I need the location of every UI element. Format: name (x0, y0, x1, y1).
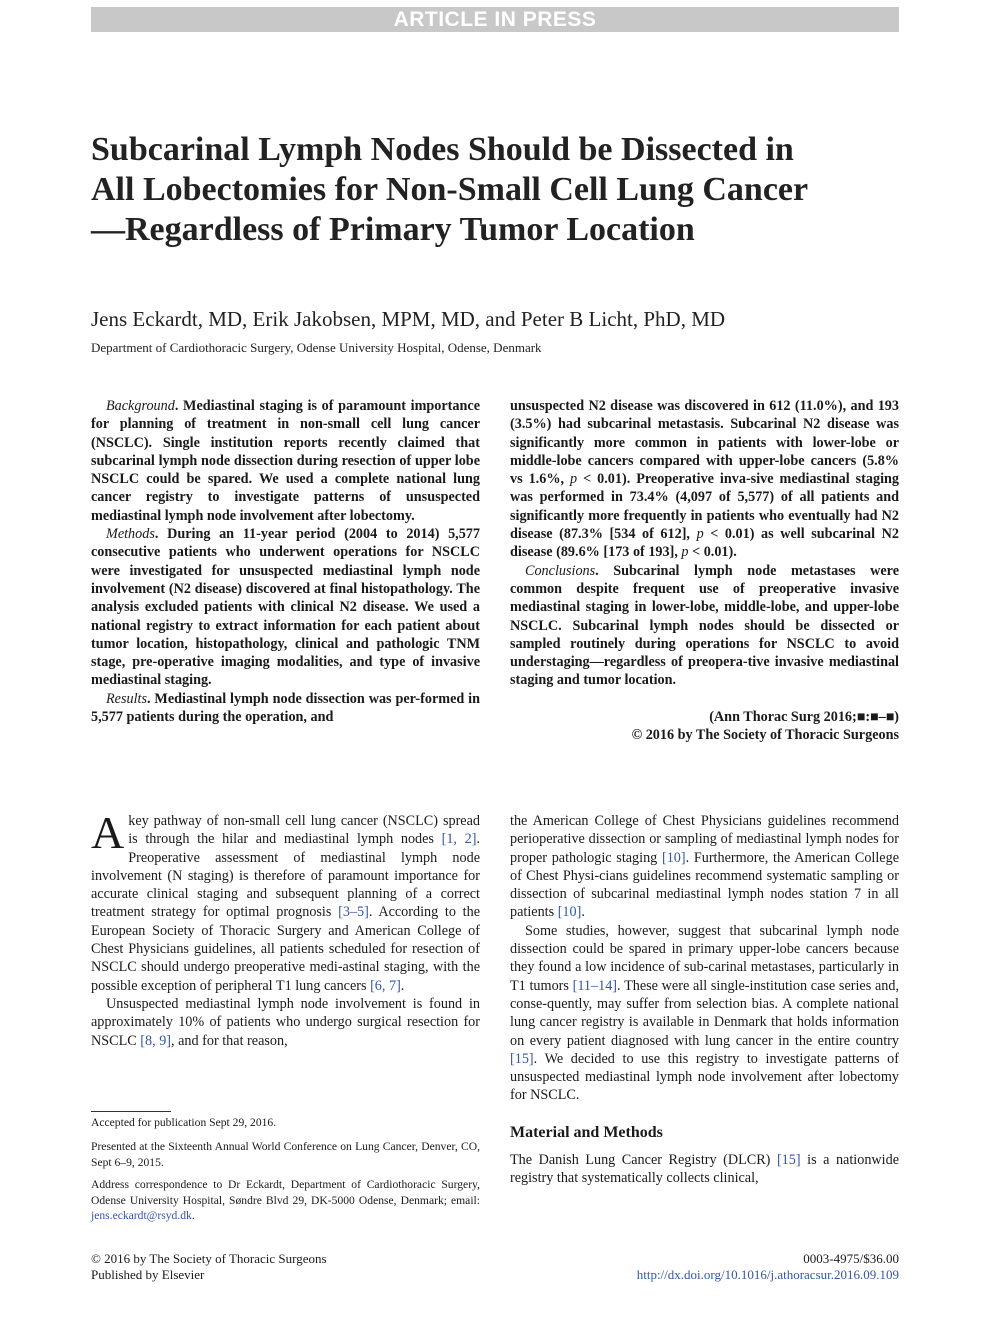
footnote-accepted: Accepted for publication Sept 29, 2016. (91, 1116, 277, 1129)
abstract-methods: Methods. During an 11-year period (2004 … (91, 526, 480, 689)
article-title: Subcarinal Lymph Nodes Should be Dissect… (91, 131, 809, 248)
results-label: Results (106, 690, 147, 707)
article-in-press-banner: ARTICLE IN PRESS (91, 7, 899, 32)
abstract-background: Background. Mediastinal staging is of pa… (91, 398, 480, 524)
abstract-results-start: Results. Mediastinal lymph node dissecti… (91, 690, 480, 726)
reference-link[interactable]: [10] (557, 904, 582, 921)
abstract-left-column: Background. Mediastinal staging is of pa… (91, 397, 480, 726)
body-right-column: the American College of Chest Physicians… (510, 812, 899, 1187)
reference-link[interactable]: [1, 2] (441, 831, 477, 848)
footer-left: © 2016 by The Society of Thoracic Surgeo… (91, 1251, 327, 1282)
reference-link[interactable]: [15] (776, 1151, 801, 1168)
footnote-presented: Presented at the Sixteenth Annual World … (91, 1140, 480, 1169)
footnote-divider (91, 1111, 171, 1112)
drop-cap: A (91, 807, 125, 858)
intro-paragraph-3: Some studies, however, suggest that subc… (510, 922, 899, 1104)
affiliation: Department of Cardiothoracic Surgery, Od… (91, 340, 542, 355)
doi-link[interactable]: http://dx.doi.org/10.1016/j.athoracsur.2… (636, 1266, 899, 1282)
journal-citation: (Ann Thorac Surg 2016;■:■–■) (709, 708, 899, 725)
reference-link[interactable]: [3–5] (338, 904, 369, 921)
reference-link[interactable]: [15] (510, 1050, 534, 1067)
methods-label: Methods (106, 526, 155, 543)
author-list: Jens Eckardt, MD, Erik Jakobsen, MPM, MD… (91, 307, 726, 331)
footer-price: 0003-4975/$36.00 (803, 1251, 899, 1266)
methods-paragraph-1: The Danish Lung Cancer Registry (DLCR) [… (510, 1151, 899, 1187)
section-heading: Material and Methods (510, 1123, 663, 1141)
reference-link[interactable]: [8, 9] (140, 1032, 172, 1049)
abstract-results-cont: unsuspected N2 disease was discovered in… (510, 398, 899, 561)
abstract-copyright: © 2016 by The Society of Thoracic Surgeo… (631, 727, 899, 744)
intro-paragraph-2-cont: the American College of Chest Physicians… (510, 813, 899, 921)
reference-link[interactable]: [11–14] (572, 977, 618, 994)
reference-link[interactable]: [10] (661, 849, 686, 866)
footnote-address: Address correspondence to Dr Eckardt, De… (91, 1178, 480, 1222)
abstract-conclusions: Conclusions. Subcarinal lymph node metas… (510, 562, 899, 689)
reference-link[interactable]: [6, 7] (370, 977, 401, 994)
conclusions-label: Conclusions (525, 562, 596, 579)
intro-paragraph-2: Unsuspected mediastinal lymph node invol… (91, 995, 480, 1049)
email-link[interactable]: jens.eckardt@rsyd.dk (91, 1209, 192, 1222)
footer-right: 0003-4975/$36.00 http://dx.doi.org/10.10… (637, 1251, 899, 1282)
footer-copyright: © 2016 by The Society of Thoracic Surgeo… (91, 1251, 327, 1266)
abstract-right-column: unsuspected N2 disease was discovered in… (510, 397, 899, 744)
footer-publisher: Published by Elsevier (91, 1266, 205, 1282)
background-label: Background (106, 398, 175, 414)
